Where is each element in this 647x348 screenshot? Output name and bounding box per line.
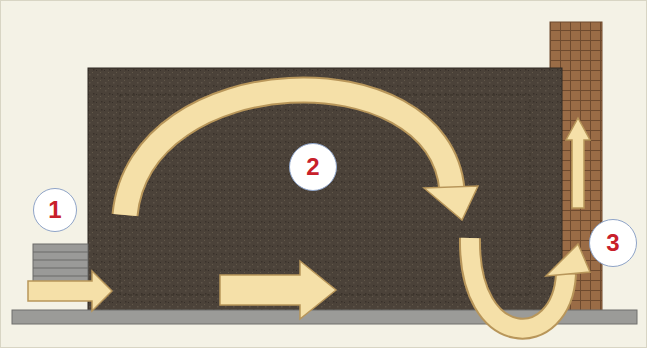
callout-circle: 3: [589, 219, 637, 267]
callout-number: 1: [48, 198, 61, 222]
inlet-blocks: [33, 244, 88, 286]
callout-circle: 2: [289, 143, 337, 191]
callout-circle: 1: [33, 188, 77, 232]
callout-number: 3: [606, 231, 619, 255]
callout-number: 2: [306, 155, 319, 179]
flow-arrows: [28, 90, 590, 329]
furnace-body: [88, 68, 562, 312]
